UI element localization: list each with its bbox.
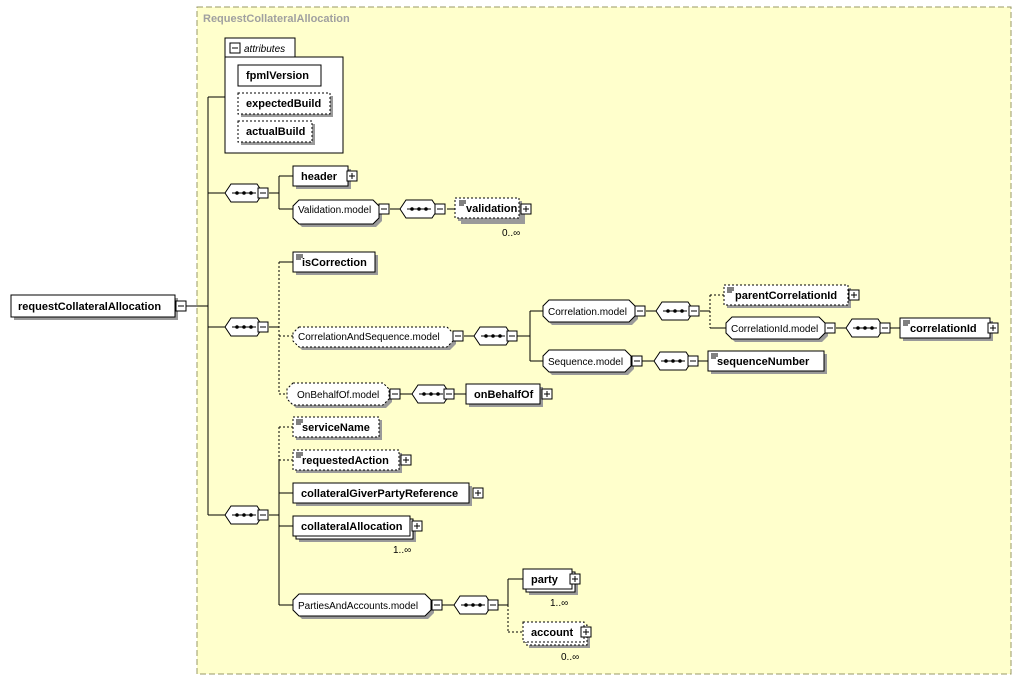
collapse-icon[interactable] bbox=[687, 355, 699, 367]
group-correlationid-model[interactable]: CorrelationId.model bbox=[725, 316, 828, 342]
collapse-icon[interactable] bbox=[824, 322, 836, 334]
collapse-icon[interactable] bbox=[378, 203, 390, 215]
sequence-icon bbox=[224, 505, 264, 525]
sequence-icon bbox=[399, 199, 439, 219]
expand-icon[interactable] bbox=[541, 388, 553, 400]
group-onbehalfof-model[interactable]: OnBehalfOf.model bbox=[286, 382, 392, 408]
element-servicename[interactable]: serviceName bbox=[292, 416, 382, 440]
cardinality-collateralallocation: 1..∞ bbox=[393, 545, 411, 556]
cardinality-account: 0..∞ bbox=[561, 652, 579, 663]
element-sequencenumber-label: sequenceNumber bbox=[717, 356, 810, 368]
expand-icon[interactable] bbox=[472, 487, 484, 499]
sequence-icon bbox=[653, 351, 693, 371]
sequence-collapse-icon[interactable] bbox=[257, 509, 269, 521]
collapse-icon[interactable] bbox=[389, 388, 401, 400]
sequence-icon bbox=[453, 595, 493, 615]
group-validation-model-label: Validation.model bbox=[298, 205, 371, 216]
group-partiesandaccounts-model[interactable]: PartiesAndAccounts.model bbox=[292, 593, 434, 619]
element-iscorrection[interactable]: isCorrection bbox=[292, 251, 378, 275]
attribute-actualbuild[interactable]: actualBuild bbox=[237, 120, 315, 145]
element-collateralgiverpartyreference[interactable]: collateralGiverPartyReference bbox=[292, 482, 472, 506]
collapse-icon[interactable] bbox=[634, 305, 646, 317]
expand-icon[interactable] bbox=[987, 322, 999, 334]
expand-icon[interactable] bbox=[848, 289, 860, 301]
collapse-icon[interactable] bbox=[688, 305, 700, 317]
expand-icon[interactable] bbox=[400, 454, 412, 466]
sequence-icon bbox=[224, 317, 264, 337]
collapse-icon[interactable] bbox=[443, 388, 455, 400]
group-correlationid-model-label: CorrelationId.model bbox=[731, 324, 818, 335]
element-parentcorrelationid[interactable]: parentCorrelationId bbox=[723, 284, 851, 308]
element-collateralallocation-label: collateralAllocation bbox=[301, 521, 403, 533]
element-correlationid-label: correlationId bbox=[910, 323, 977, 335]
group-correlation-and-sequence-model[interactable]: CorrelationAndSequence.model bbox=[292, 326, 456, 350]
element-collateralgiverpartyreference-label: collateralGiverPartyReference bbox=[301, 488, 458, 500]
element-servicename-label: serviceName bbox=[302, 422, 370, 434]
element-validation[interactable]: validation bbox=[454, 197, 525, 224]
element-account-label: account bbox=[531, 627, 574, 639]
element-header[interactable]: header bbox=[292, 165, 351, 189]
attribute-expectedbuild[interactable]: expectedBuild bbox=[237, 92, 333, 117]
attributes-label: attributes bbox=[244, 44, 285, 55]
cardinality-party: 1..∞ bbox=[550, 598, 568, 609]
expand-icon[interactable] bbox=[411, 520, 423, 532]
group-correlation-model[interactable]: Correlation.model bbox=[542, 299, 638, 325]
element-requestedaction-label: requestedAction bbox=[302, 455, 389, 467]
attributes-collapse-icon[interactable] bbox=[229, 42, 241, 54]
group-validation-model[interactable]: Validation.model bbox=[292, 199, 382, 227]
root-element-label: requestCollateralAllocation bbox=[18, 301, 161, 313]
root-element[interactable]: requestCollateralAllocation bbox=[10, 294, 178, 320]
collapse-icon[interactable] bbox=[631, 355, 643, 367]
sequence-icon bbox=[845, 318, 885, 338]
element-onbehalfof-label: onBehalfOf bbox=[474, 389, 534, 401]
cardinality-validation: 0..∞ bbox=[502, 228, 520, 239]
element-collateralallocation[interactable]: collateralAllocation bbox=[292, 515, 416, 542]
root-collapse-icon[interactable] bbox=[175, 300, 187, 312]
group-onbehalfof-model-label: OnBehalfOf.model bbox=[297, 390, 379, 401]
collapse-icon[interactable] bbox=[506, 330, 518, 342]
element-iscorrection-label: isCorrection bbox=[302, 257, 367, 269]
collapse-icon[interactable] bbox=[452, 330, 464, 342]
element-validation-label: validation bbox=[466, 203, 518, 215]
expand-icon[interactable] bbox=[580, 626, 592, 638]
group-sequence-model[interactable]: Sequence.model bbox=[542, 349, 634, 375]
group-correlation-model-label: Correlation.model bbox=[548, 307, 627, 318]
element-sequencenumber[interactable]: sequenceNumber bbox=[707, 350, 827, 374]
group-correlation-and-sequence-model-label: CorrelationAndSequence.model bbox=[298, 332, 440, 343]
attribute-actualbuild-label: actualBuild bbox=[246, 126, 305, 138]
element-requestedaction[interactable]: requestedAction bbox=[292, 449, 402, 473]
type-title: RequestCollateralAllocation bbox=[203, 13, 350, 25]
expand-icon[interactable] bbox=[520, 203, 532, 215]
sequence-collapse-icon[interactable] bbox=[257, 187, 269, 199]
element-header-label: header bbox=[301, 171, 338, 183]
element-correlationid[interactable]: correlationId bbox=[899, 317, 993, 341]
sequence-collapse-icon[interactable] bbox=[257, 321, 269, 333]
collapse-icon[interactable] bbox=[434, 203, 446, 215]
expand-icon[interactable] bbox=[569, 573, 581, 585]
element-account[interactable]: account bbox=[522, 621, 590, 648]
sequence-icon bbox=[655, 301, 695, 321]
attribute-fpmlversion-label: fpmlVersion bbox=[246, 70, 309, 82]
element-onbehalfof[interactable]: onBehalfOf bbox=[465, 383, 543, 407]
expand-icon[interactable] bbox=[346, 170, 358, 182]
collapse-icon[interactable] bbox=[879, 322, 891, 334]
element-party-label: party bbox=[531, 574, 559, 586]
attribute-expectedbuild-label: expectedBuild bbox=[246, 98, 321, 110]
group-partiesandaccounts-model-label: PartiesAndAccounts.model bbox=[298, 601, 418, 612]
element-parentcorrelationid-label: parentCorrelationId bbox=[735, 290, 837, 302]
sequence-icon bbox=[224, 183, 264, 203]
collapse-icon[interactable] bbox=[431, 599, 443, 611]
collapse-icon[interactable] bbox=[487, 599, 499, 611]
group-sequence-model-label: Sequence.model bbox=[548, 357, 623, 368]
attribute-fpmlversion[interactable]: fpmlVersion bbox=[237, 64, 322, 87]
sequence-icon bbox=[473, 326, 513, 346]
